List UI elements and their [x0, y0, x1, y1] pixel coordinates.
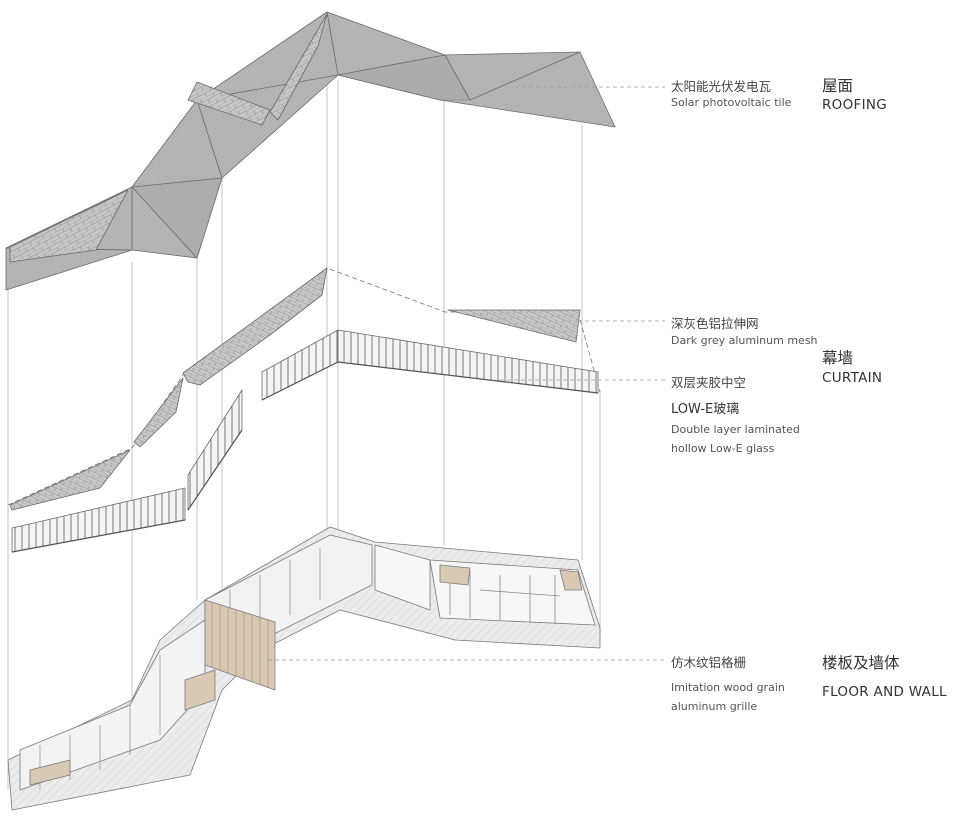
aluminum-mesh-panel [447, 309, 581, 343]
wood-accent [184, 669, 216, 711]
glass-label-zh-2: LOW-E玻璃 [671, 402, 740, 417]
floor-wall-layer [7, 526, 601, 811]
curtain-layer-title-en: CURTAIN [822, 370, 883, 386]
solar-tile-label-en: Solar photovoltaic tile [671, 96, 792, 109]
leader-lines [268, 86, 665, 661]
roof-surface [5, 11, 616, 291]
glass-label-en-2: hollow Low-E glass [671, 442, 775, 455]
wood-accent [439, 564, 471, 586]
floor-layer-title-en: FLOOR AND WALL [822, 684, 947, 700]
wood-grain-grille [204, 599, 276, 691]
grille-label-en-2: aluminum grille [671, 700, 758, 713]
interior-walls [374, 544, 596, 626]
curtain-layer [7, 267, 601, 553]
solar-tile-label-zh: 太阳能光伏发电瓦 [671, 79, 772, 94]
aluminum-mesh-panel [182, 267, 328, 386]
roof-layer-title-en: ROOFING [822, 97, 888, 113]
floor-layer-title-zh: 楼板及墙体 [822, 654, 900, 672]
glass-curtain-wall [337, 329, 599, 394]
projection-lines [7, 18, 601, 790]
grille-label-en-1: Imitation wood grain [671, 681, 785, 694]
solar-tile-panel [9, 189, 129, 263]
aluminum-mesh-panel [133, 377, 184, 448]
curtain-layer-title-zh: 幕墙 [822, 349, 854, 367]
wood-accent [29, 759, 71, 786]
roof-layer [5, 11, 616, 291]
mesh-label-en: Dark grey aluminum mesh [671, 334, 818, 347]
wood-accent [559, 569, 583, 591]
glass-label-en-1: Double layer laminated [671, 423, 800, 436]
grille-label-zh: 仿木纹铝格栅 [671, 655, 747, 670]
mesh-label-zh: 深灰色铝拉伸网 [671, 316, 759, 331]
solar-tile-panel [187, 81, 271, 126]
roof-layer-title-zh: 屋面 [822, 77, 854, 95]
glass-curtain-wall [187, 389, 243, 511]
solar-tile-panel [269, 13, 328, 121]
aluminum-mesh-panel [9, 449, 131, 511]
glass-label-zh-1: 双层夹胶中空 [671, 375, 747, 390]
